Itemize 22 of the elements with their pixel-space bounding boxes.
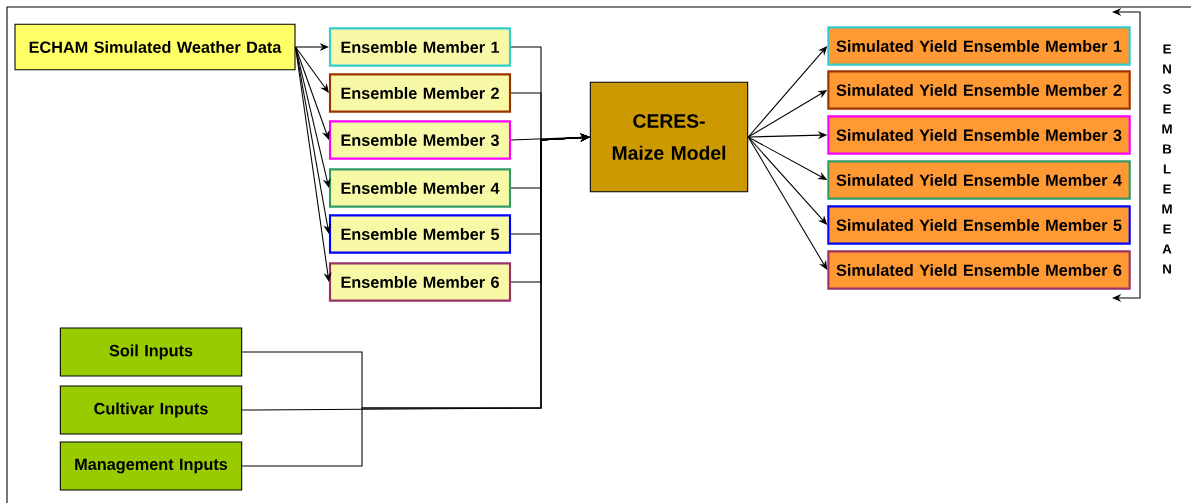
output-box: Simulated Yield Ensemble Member 3 <box>827 115 1131 155</box>
arrow <box>295 46 331 188</box>
output-box: Simulated Yield Ensemble Member 6 <box>827 250 1131 290</box>
output-box: Simulated Yield Ensemble Member 4 <box>827 160 1131 200</box>
model-box: CERES-Maize Model <box>589 81 749 193</box>
arrow <box>295 46 332 282</box>
member-box: Ensemble Member 3 <box>328 120 512 160</box>
input-box: Cultivar Inputs <box>59 385 243 435</box>
vertical-label: ENSEMBLE MEAN <box>1162 44 1172 274</box>
arrow <box>295 46 329 93</box>
input-box: Soil Inputs <box>59 327 243 377</box>
arrow <box>747 136 828 270</box>
output-box: Simulated Yield Ensemble Member 2 <box>827 70 1131 110</box>
member-box: Ensemble Member 6 <box>328 262 512 302</box>
member-box: Ensemble Member 4 <box>328 168 512 208</box>
output-box: Simulated Yield Ensemble Member 5 <box>827 205 1131 245</box>
member-box: Ensemble Member 2 <box>328 73 512 113</box>
member-box: Ensemble Member 1 <box>328 27 512 67</box>
member-box: Ensemble Member 5 <box>328 214 512 254</box>
output-box: Simulated Yield Ensemble Member 1 <box>827 26 1131 66</box>
input-box: ECHAM Simulated Weather Data <box>14 23 296 71</box>
input-box: Management Inputs <box>59 441 243 491</box>
